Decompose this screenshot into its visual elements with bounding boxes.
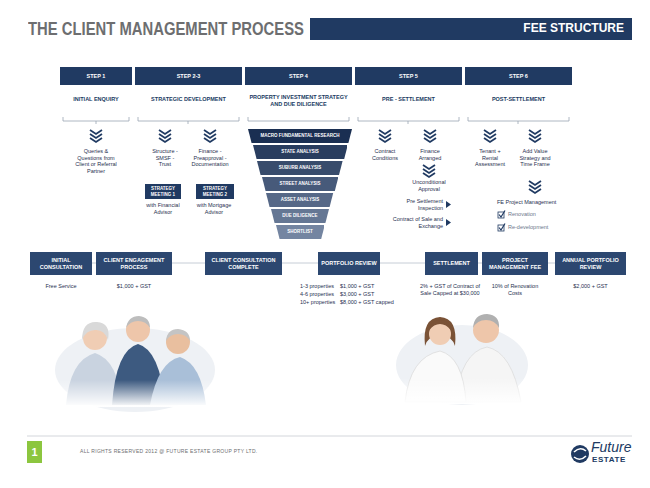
funnel-fill <box>271 209 329 223</box>
meeting-box: STRATEGY MEETING 2 <box>196 184 234 199</box>
node-text: CLIENT ENGAGEMENT PROCESS <box>98 257 170 270</box>
node-text: STEP 2-3 <box>177 73 201 79</box>
step-note: FE Project Management <box>497 199 567 206</box>
node-text: SETTLEMENT <box>433 260 470 266</box>
step-header: STEP 4 <box>245 67 352 85</box>
node-text: 1 <box>31 446 37 459</box>
meeting-box: STRATEGY MEETING 1 <box>145 184 181 199</box>
fee-box: CLIENT ENGAGEMENT PROCESS <box>96 252 172 275</box>
step-note: with Financial Advisor <box>140 202 186 215</box>
option-text: Re-development <box>508 224 558 231</box>
step-note: Tenant + Rental Assessment <box>473 148 507 168</box>
fee-box: CLIENT CONSULTATION COMPLETE <box>205 252 282 275</box>
fee-text: Free Service <box>30 283 92 290</box>
funnel-fill <box>248 129 352 143</box>
step-note: Unconditional Approval <box>405 179 453 192</box>
funnel-fill <box>262 177 338 191</box>
step-note: Finance - Preapproval - Documentation <box>188 148 232 168</box>
logo-text: ESTATE <box>592 456 626 464</box>
node-text: CLIENT CONSULTATION COMPLETE <box>207 257 280 270</box>
node-text: STREET ANALYSIS <box>279 181 320 186</box>
funnel-layer: ASSET ANALYSIS <box>266 193 333 207</box>
funnel-fill <box>257 161 343 175</box>
span-bracket <box>63 117 569 124</box>
fee-box: INITIAL CONSULTATION <box>30 252 92 275</box>
photo-couple <box>396 314 528 405</box>
fee-box: PROJECT MANAGEMENT FEE <box>482 252 548 275</box>
node-text: ASSET ANALYSIS <box>281 197 319 202</box>
funnel-fill <box>253 145 348 159</box>
funnel-fill <box>276 225 325 239</box>
fee-text: $1,000 + GST <box>340 283 374 290</box>
funnel-fill <box>266 193 333 207</box>
funnel-layer: STREET ANALYSIS <box>262 177 338 191</box>
step-note: Finance Arranged <box>413 148 447 161</box>
funnel-layer: SHORTLIST <box>276 225 325 239</box>
option-text: Renovation <box>508 211 558 218</box>
node-text: STEP 5 <box>399 73 418 79</box>
checkbox-icon <box>498 211 505 232</box>
fee-text: $8,000 + GST capped <box>340 299 394 306</box>
fee-text: $1,000 + GST <box>96 283 172 290</box>
node-text: STEP 6 <box>509 73 528 79</box>
step-note: Queries & Questions from Client or Refer… <box>72 148 120 174</box>
fee-text: 1-3 properties <box>300 283 334 290</box>
step-header: STEP 1 <box>60 67 132 85</box>
fee-text: 10% of Renovation Costs <box>484 283 546 296</box>
step-header: STEP 6 <box>465 67 572 85</box>
funnel-layer: MACRO FUNDAMENTAL RESEARCH <box>248 129 352 143</box>
node-text: PORTFOLIO REVIEW <box>321 260 376 266</box>
node-text: SUBURB ANALYSIS <box>279 165 322 170</box>
column-heading: INITIAL ENQUIRY <box>60 96 132 103</box>
fee-text: $2,000 + GST <box>555 283 626 290</box>
pointer-triangle <box>446 201 451 226</box>
node-text: STRATEGY MEETING 2 <box>198 186 232 196</box>
node-text: STRATEGY MEETING 1 <box>147 186 179 196</box>
footer-text: ALL RIGHTS RESERVED 2012 @ FUTURE ESTATE… <box>80 448 258 454</box>
node-text: ANNUAL PORTFOLIO REVIEW <box>557 257 624 270</box>
logo-icon <box>571 445 589 463</box>
fee-text: $3,000 + GST <box>340 291 374 298</box>
node-text: INITIAL CONSULTATION <box>32 257 90 270</box>
node-text: FEE STRUCTURE <box>523 22 624 36</box>
fee-box: PORTFOLIO REVIEW <box>318 252 380 275</box>
node-text: PROJECT MANAGEMENT FEE <box>484 257 546 270</box>
funnel-layer: DUE DILIGENCE <box>271 209 329 223</box>
step-note: Contract Conditions <box>368 148 402 161</box>
column-heading: PRE - SETTLEMENT <box>355 96 462 103</box>
footer-rule <box>27 436 632 437</box>
fee-text: 2% + GST of Contract of Sale Capped at $… <box>420 283 480 296</box>
node-text: STEP 1 <box>87 73 106 79</box>
node-text: MACRO FUNDAMENTAL RESEARCH <box>261 133 340 138</box>
node-text: STEP 4 <box>289 73 308 79</box>
step-header: STEP 5 <box>355 67 462 85</box>
logo-text: Future <box>591 440 631 454</box>
step-note: Pre Settlement Inspection <box>386 198 443 211</box>
step-note: Contract of Sale and Exchange <box>386 216 443 229</box>
funnel-layer: STATE ANALYSIS <box>253 145 348 159</box>
fee-text: 4-6 properties <box>300 291 334 298</box>
column-heading: POST-SETTLEMENT <box>465 96 572 103</box>
photo-people <box>55 316 215 412</box>
funnel-layer: SUBURB ANALYSIS <box>257 161 343 175</box>
fee-box: SETTLEMENT <box>425 252 478 275</box>
step-note: Structure - SMSF - Trust <box>150 148 180 168</box>
page-number: 1 <box>27 441 42 463</box>
column-heading: STRATEGIC DEVELOPMENT <box>135 96 242 103</box>
page-title: THE CLIENT MANAGEMENT PROCESS <box>28 17 304 41</box>
fee-text: 10+ properties <box>300 299 335 306</box>
step-note: Add Value Strategy and Time Frame <box>516 148 554 168</box>
header-band: FEE STRUCTURE <box>310 18 632 40</box>
node-text: DUE DILIGENCE <box>282 213 317 218</box>
step-header: STEP 2-3 <box>135 67 242 85</box>
fee-box: ANNUAL PORTFOLIO REVIEW <box>555 252 626 275</box>
step-note: with Mortgage Advisor <box>188 202 240 215</box>
column-heading: PROPERTY INVESTMENT STRATEGY AND DUE DIL… <box>245 94 352 107</box>
node-text: STATE ANALYSIS <box>281 149 319 154</box>
node-text: SHORTLIST <box>287 229 313 234</box>
